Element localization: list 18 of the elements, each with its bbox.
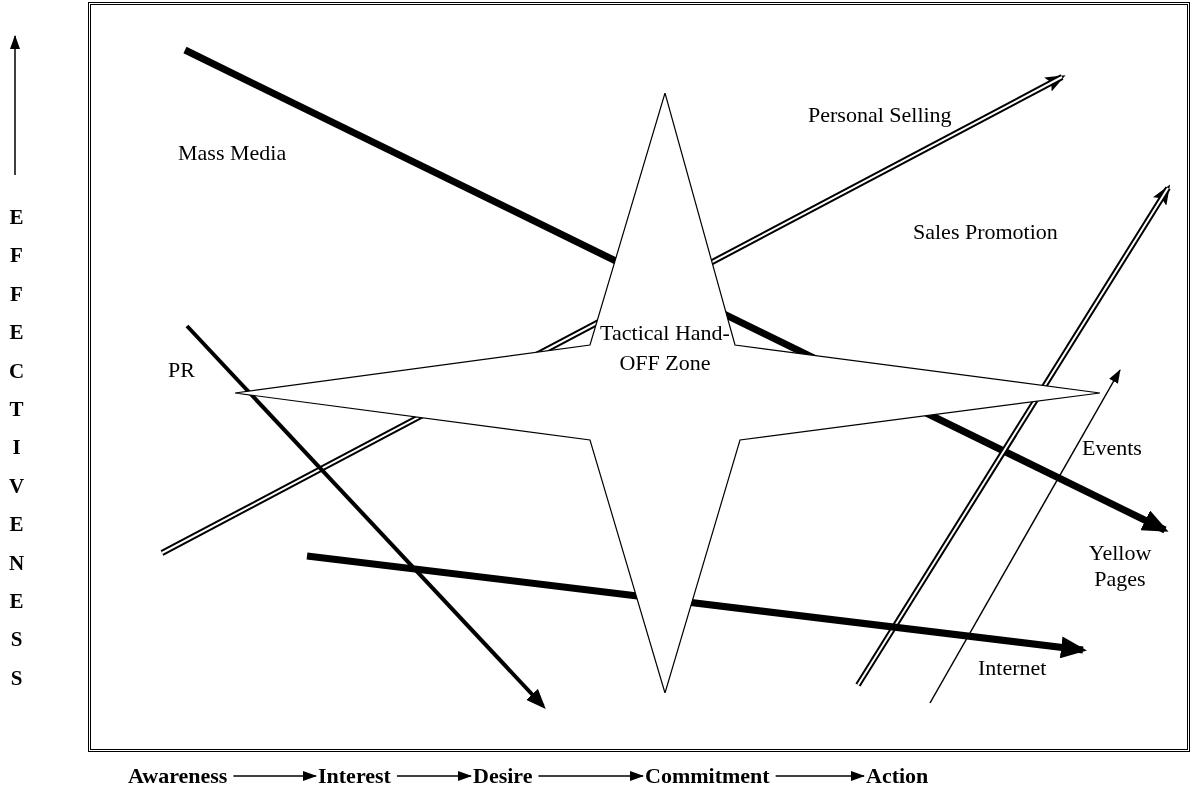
stage-label: Action bbox=[866, 762, 929, 790]
arrow-label: Personal Selling bbox=[808, 102, 952, 128]
arrow bbox=[396, 771, 472, 781]
arrow bbox=[537, 771, 644, 781]
arrow-label: PR bbox=[168, 357, 195, 383]
axis-label: EFFECTIVENESS bbox=[7, 204, 26, 692]
node-label: Tactical Hand-OFF Zone bbox=[599, 319, 731, 377]
stage-label: Awareness bbox=[128, 762, 228, 790]
arrow-label: Internet bbox=[978, 655, 1047, 681]
arrow bbox=[232, 771, 317, 781]
arrow bbox=[774, 771, 865, 781]
stage-label: Commitment bbox=[645, 762, 770, 790]
arrow-label: Events bbox=[1082, 435, 1142, 461]
stage-label: Desire bbox=[473, 762, 533, 790]
stage-label: Interest bbox=[318, 762, 391, 790]
arrow-label: Sales Promotion bbox=[913, 219, 1058, 245]
arrow-label: Yellow Pages bbox=[1087, 540, 1153, 592]
arrow-label: Mass Media bbox=[178, 140, 287, 166]
